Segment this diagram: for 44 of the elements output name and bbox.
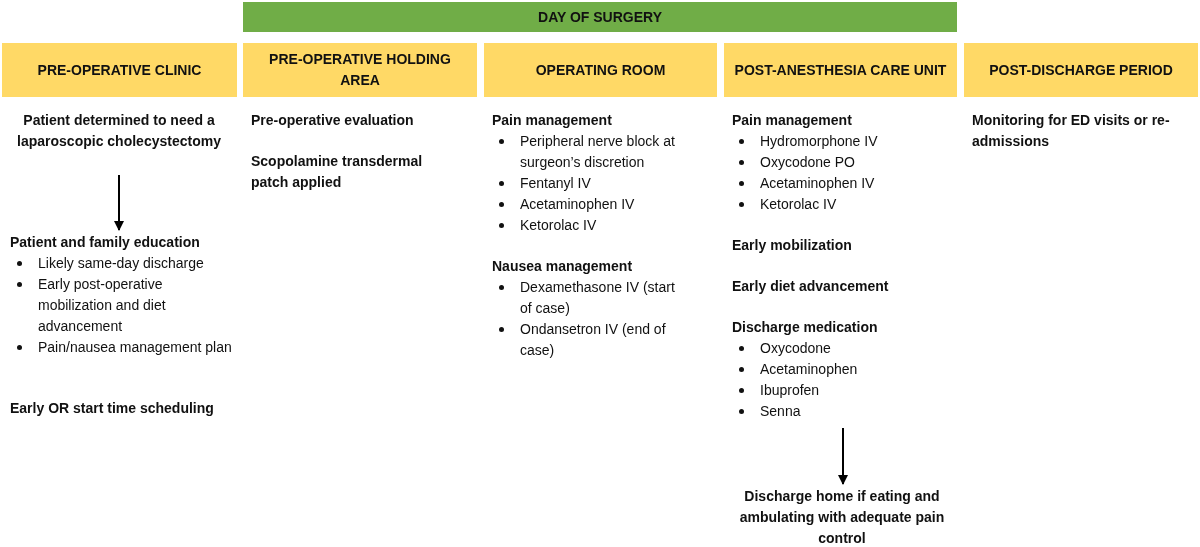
heading-text: Early diet advancement [732, 277, 890, 296]
heading-text: Nausea management [492, 257, 634, 276]
phase-header [724, 43, 957, 97]
list-item: Likely same-day discharge [38, 255, 204, 271]
list-item: Senna [760, 403, 801, 419]
list-item: Oxycodone PO [760, 154, 855, 170]
list-item: Acetaminophen [760, 361, 858, 377]
phase-header [964, 43, 1198, 97]
heading-text: Patient determined to need a laparoscopic cholecystectomy [16, 111, 222, 151]
list-item: Early post-operative mobilization and diet advancement [38, 276, 166, 334]
heading-text: OPERATING ROOM [535, 60, 666, 80]
list-item: Dexamethasone IV (start of case) [520, 279, 675, 316]
heading-text: Pain management [492, 111, 613, 130]
heading-text: Early OR start time scheduling [10, 399, 215, 418]
heading-text: Pain management [732, 111, 853, 130]
phase-banner [243, 2, 957, 32]
phase-header [2, 43, 237, 97]
heading-text: PRE-OPERATIVE CLINIC [37, 60, 202, 80]
phase-header [484, 43, 717, 97]
heading-text: Patient and family education [10, 233, 201, 252]
heading-text: POST-ANESTHESIA CARE UNIT [734, 60, 947, 80]
list-item: Ketorolac IV [520, 217, 597, 233]
list-item: Ibuprofen [760, 382, 820, 398]
arrow [838, 427, 848, 485]
list-item: Hydromorphone IV [760, 133, 878, 149]
heading-text: PRE-OPERATIVE HOLDING AREA [268, 50, 452, 90]
heading-text: Early mobilization [732, 236, 853, 255]
heading-text: Scopolamine transdermal patch applied [251, 152, 424, 192]
phase-header [243, 43, 477, 97]
list-item: Ketorolac IV [760, 196, 837, 212]
arrow [114, 174, 124, 231]
list-item: Acetaminophen IV [520, 196, 635, 212]
list-item: Peripheral nerve block at surgeon’s discretion [520, 133, 675, 170]
heading-text: Monitoring for ED visits or re-admissions [972, 111, 1171, 151]
list-item: Oxycodone [760, 340, 831, 356]
list-item: Ondansetron IV (end of case) [520, 321, 666, 358]
list-item: Acetaminophen IV [760, 175, 875, 191]
heading-text: DAY OF SURGERY [538, 7, 662, 27]
list-item: Pain/nausea management plan [38, 339, 232, 355]
heading-text: Pre-operative evaluation [251, 111, 415, 130]
list-item: Fentanyl IV [520, 175, 591, 191]
heading-text: Discharge home if eating and ambulating with adequate pain control [738, 487, 946, 547]
heading-text: Discharge medication [732, 318, 879, 337]
heading-text: POST-DISCHARGE PERIOD [989, 60, 1173, 80]
